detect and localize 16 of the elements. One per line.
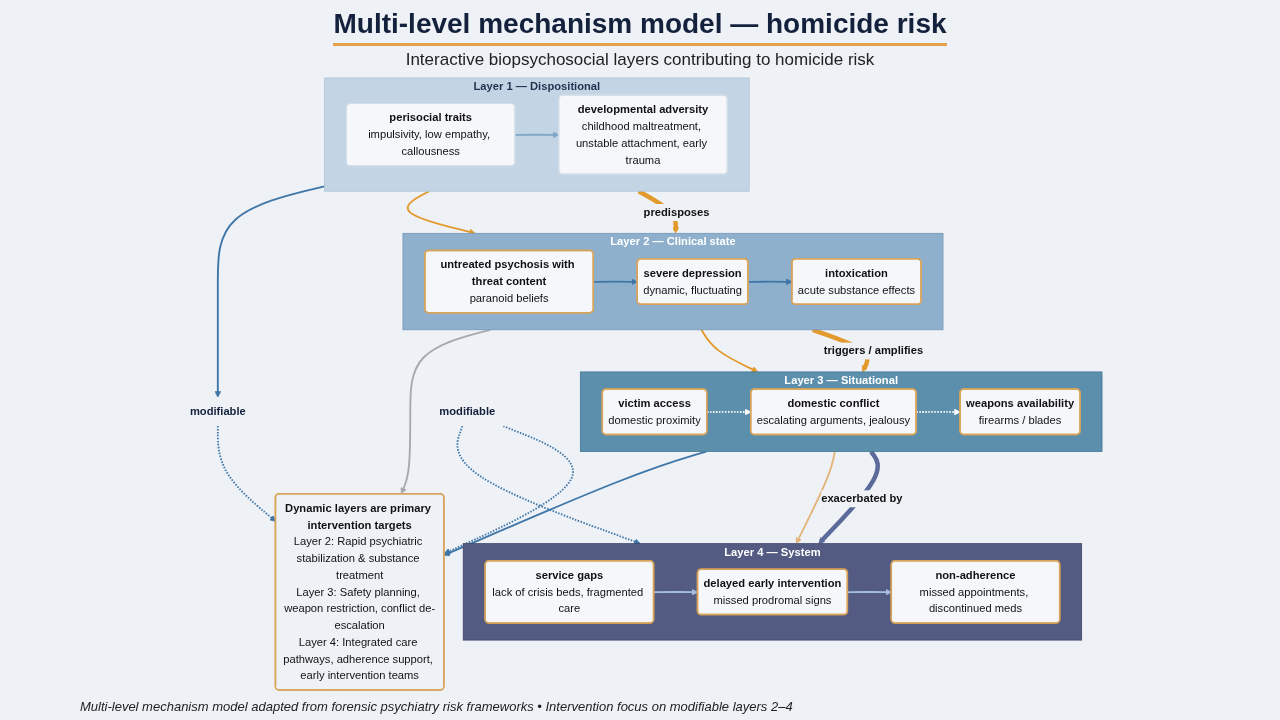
arrow <box>456 425 641 545</box>
node-text: modifiable <box>439 404 496 418</box>
arrow <box>443 425 574 555</box>
arrow <box>795 450 836 544</box>
diagram-title: Multi-level mechanism model — homicide risk <box>333 8 947 46</box>
arrow <box>700 328 759 373</box>
edge-label: triggers / amplifies <box>823 343 924 357</box>
edge-label: predisposes <box>643 205 710 219</box>
arrow <box>214 185 326 398</box>
arrow <box>818 450 880 544</box>
arrow <box>443 450 708 557</box>
caption: Multi-level mechanism model adapted from forensic psychiatry risk frameworks • Intervention focus on modifiable layers 2–4 <box>80 699 793 714</box>
arrow <box>400 328 491 494</box>
subtitle: Interactive biopsychosocial layers contributing to homicide risk <box>405 50 875 70</box>
node-text: modifiable <box>189 404 246 418</box>
edge-label: exacerbated by <box>821 491 903 505</box>
